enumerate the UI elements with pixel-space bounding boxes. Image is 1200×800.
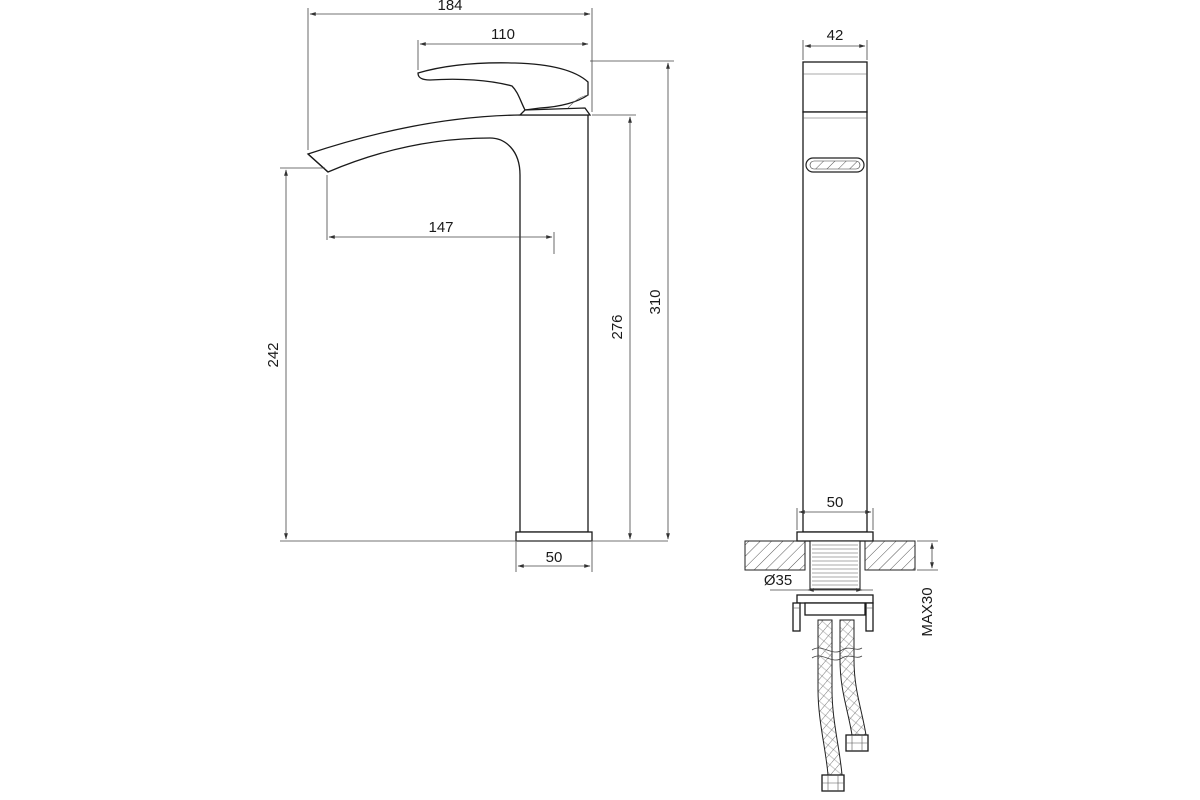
fixing-nut	[804, 602, 866, 616]
side-view: 42 50 Ø35	[744, 27, 938, 792]
handle-lever	[417, 62, 589, 111]
dim-max-thickness: MAX30	[919, 587, 936, 636]
handle-base	[518, 107, 592, 116]
dim-top-width: 42	[827, 27, 844, 44]
dim-spout-height: 242	[265, 342, 282, 367]
hose-right	[839, 619, 867, 736]
dim-overall-width: 184	[437, 0, 462, 14]
side-handle	[802, 61, 868, 113]
side-column	[802, 111, 868, 533]
dim-thread-diameter: Ø35	[764, 572, 792, 589]
countertop-right	[864, 540, 916, 571]
dim-side-base-width: 50	[827, 494, 844, 511]
spout-tip	[307, 153, 329, 173]
fixing-washer	[796, 594, 874, 604]
dim-handle: 110	[491, 26, 515, 43]
dim-overall-height: 310	[647, 289, 664, 314]
faucet-body	[306, 114, 589, 533]
dim-spout-reach: 147	[428, 219, 453, 236]
front-view: 184 110 147 242 276 310 50	[265, 0, 674, 572]
hose-left	[817, 619, 843, 776]
side-base	[796, 531, 874, 542]
countertop-left	[744, 540, 806, 571]
base-plate	[515, 531, 593, 542]
dim-base-width: 50	[546, 549, 563, 566]
dim-body-height: 276	[609, 314, 626, 339]
